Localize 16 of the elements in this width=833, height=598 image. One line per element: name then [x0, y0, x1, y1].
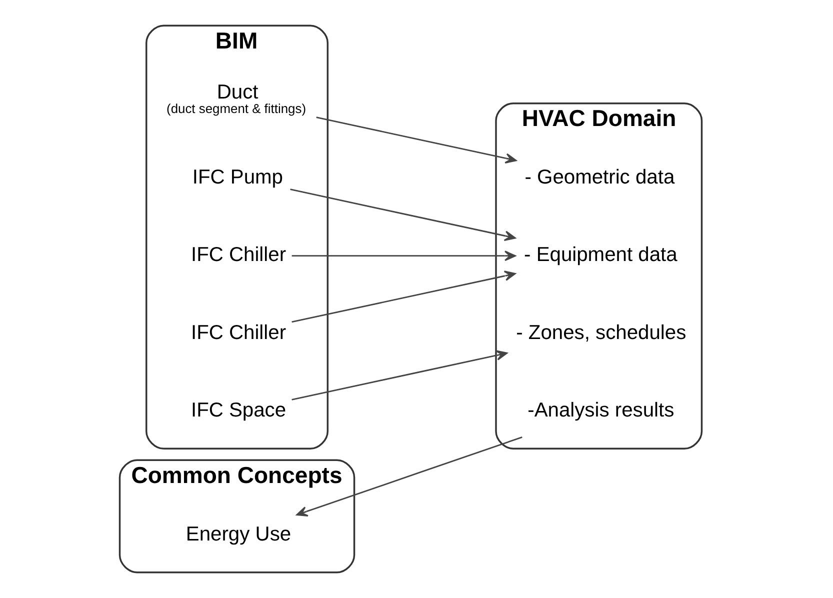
arrow	[292, 350, 508, 400]
node-text: -Analysis results	[528, 400, 674, 422]
node-text: - Equipment data	[524, 244, 678, 266]
arrow	[290, 188, 516, 242]
node-text: Duct (duct segment & fittings)	[166, 82, 306, 116]
arrow	[296, 436, 522, 517]
node-text: - Zones, schedules	[516, 322, 686, 344]
node-text: IFC Pump	[192, 166, 284, 188]
arrow	[292, 270, 516, 323]
arrow	[292, 250, 516, 262]
node-text: IFC Space	[190, 400, 286, 422]
node-text: IFC Chiller	[190, 244, 286, 266]
arrow	[316, 116, 517, 164]
node-text: IFC Chiller	[190, 322, 286, 344]
node-text: - Geometric data	[524, 166, 675, 188]
node-text: Energy Use	[186, 523, 292, 546]
